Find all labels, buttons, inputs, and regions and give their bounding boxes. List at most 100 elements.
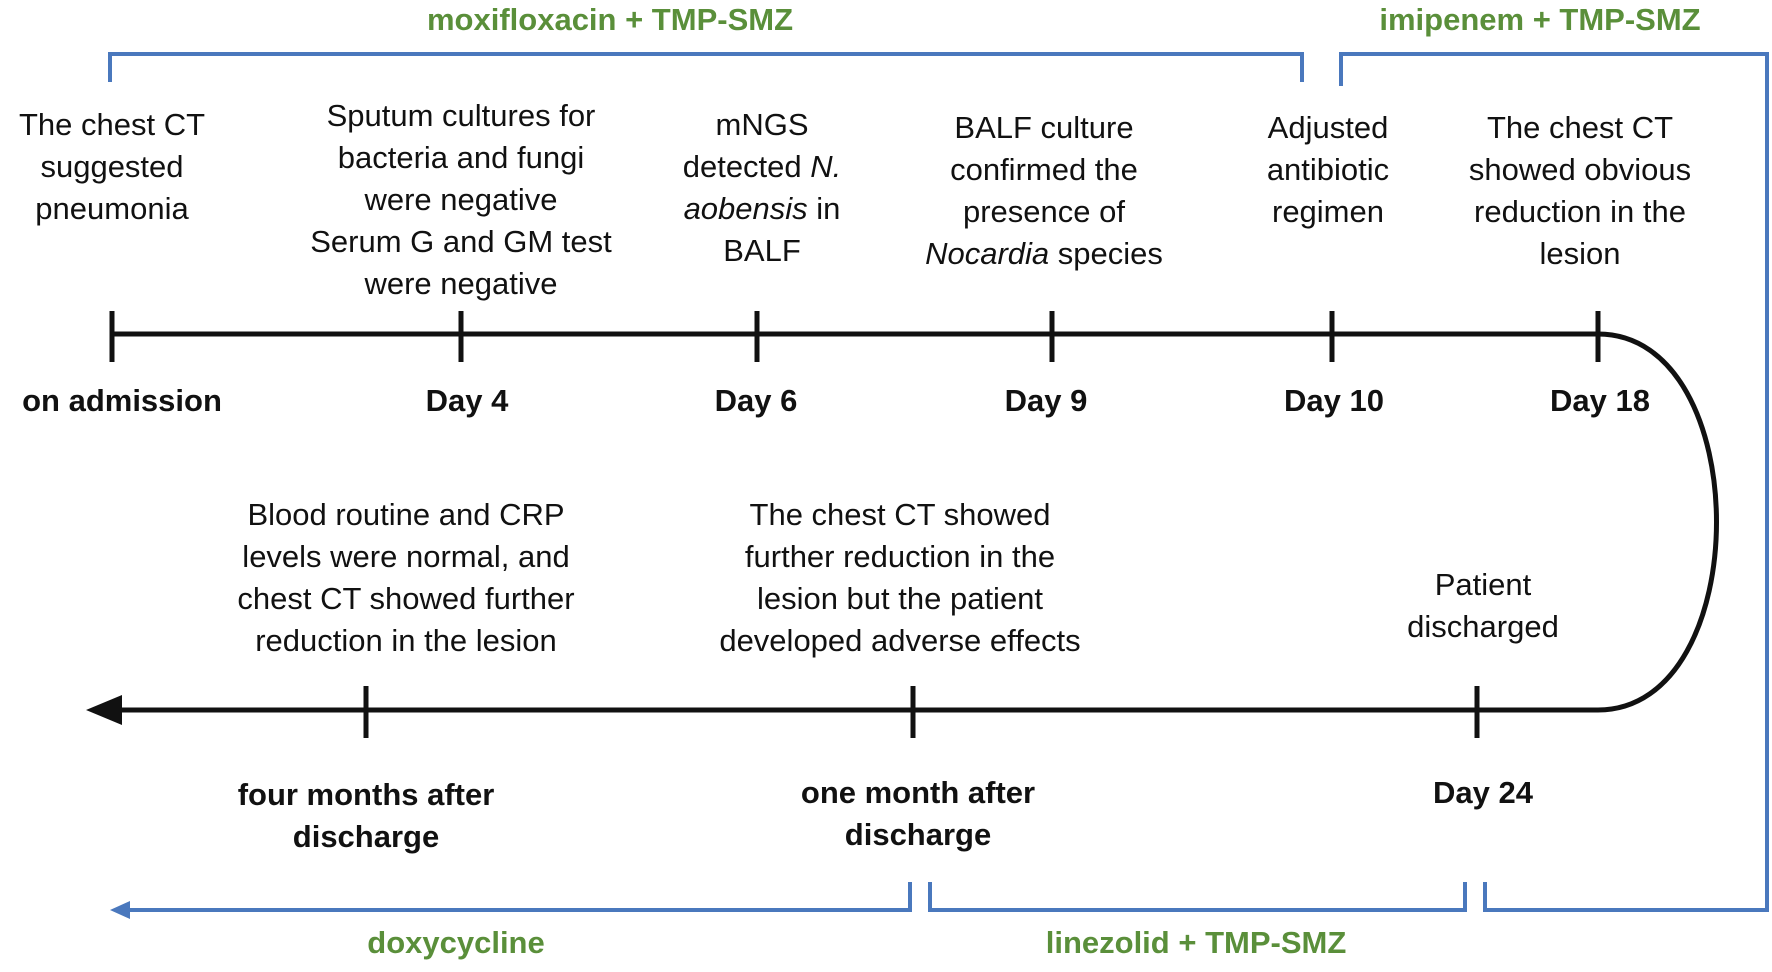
event-text: presence of [962, 194, 1125, 229]
event-text: further reduction in the [744, 539, 1056, 574]
event-text: Sputum cultures for [326, 98, 596, 133]
event-line: lesion [1469, 233, 1691, 275]
timeline-axis [112, 331, 1719, 713]
event-line: reduction in the lesion [237, 620, 574, 662]
event-text-italic: Nocardia [925, 236, 1050, 271]
regimen-label-doxycycline: doxycycline [367, 925, 545, 960]
event-line: Blood routine and CRP [237, 494, 574, 536]
event-line: mNGS [683, 104, 842, 146]
event-four-months-after-discharge: Blood routine and CRP levels were normal,… [237, 494, 574, 662]
event-text: chest CT showed further [237, 581, 575, 616]
day-label-day-4: Day 4 [425, 383, 509, 418]
event-text: suggested [40, 149, 184, 184]
event-line: confirmed the [925, 149, 1163, 191]
day-label-day-18: Day 18 [1550, 383, 1650, 418]
event-line: reduction in the [1469, 191, 1691, 233]
event-line: levels were normal, and [237, 536, 574, 578]
event-day-18: The chest CT showed obvious reduction in t… [1469, 107, 1691, 275]
event-one-month-after-discharge: The chest CT showed further reduction in … [719, 494, 1080, 662]
event-text: discharged [1407, 609, 1559, 644]
regimen-label-imipenem: imipenem + TMP-SMZ [1379, 2, 1701, 37]
day-label-day-10: Day 10 [1284, 383, 1384, 418]
event-line: developed adverse effects [719, 620, 1080, 662]
regimen-label-linezolid: linezolid + TMP-SMZ [1045, 925, 1347, 960]
event-line: lesion but the patient [719, 578, 1080, 620]
event-text: The chest CT [1486, 110, 1674, 145]
day-label-day-9: Day 9 [1004, 383, 1088, 418]
event-text: regimen [1271, 194, 1384, 229]
event-text: mNGS [715, 107, 809, 142]
event-line: further reduction in the [719, 536, 1080, 578]
event-line: discharged [1407, 606, 1559, 648]
bracket-imipenem [1339, 52, 1769, 912]
event-text: BALF [723, 233, 801, 268]
event-line: The chest CT [1469, 107, 1691, 149]
event-text: developed adverse effects [719, 623, 1081, 658]
event-line: Patient [1407, 564, 1559, 606]
event-text: were negative [364, 182, 558, 217]
doxycycline-arrowhead [110, 901, 130, 919]
event-text: bacteria and fungi [337, 140, 585, 175]
event-text: lesion but the patient [756, 581, 1044, 616]
event-on-admission: The chest CT suggested pneumonia [19, 104, 205, 230]
event-line: The chest CT [19, 104, 205, 146]
event-text: levels were normal, and [242, 539, 570, 574]
event-line: antibiotic [1267, 149, 1389, 191]
event-line: The chest CT showed [719, 494, 1080, 536]
event-line: Serum G and GM test [310, 221, 612, 263]
event-text: detected [682, 149, 811, 184]
event-line: pneumonia [19, 188, 205, 230]
event-line: suggested [19, 146, 205, 188]
event-line: were negative [310, 263, 612, 305]
timeline-arrowhead [86, 695, 122, 725]
event-line: Nocardia species [925, 233, 1163, 275]
event-text: were negative [364, 266, 558, 301]
event-line: detected N. [683, 146, 842, 188]
event-text: reduction in the lesion [255, 623, 557, 658]
event-line: regimen [1267, 191, 1389, 233]
day-label-day-24: Day 24 [1433, 775, 1533, 810]
bracket-doxycycline [128, 882, 912, 912]
event-day-4: Sputum cultures for bacteria and fungi wer… [310, 95, 612, 305]
event-text: BALF culture [954, 110, 1134, 145]
event-line: presence of [925, 191, 1163, 233]
event-text: species [1049, 236, 1163, 271]
event-line: BALF [683, 230, 842, 272]
event-text: The chest CT [18, 107, 206, 142]
event-text: showed obvious [1468, 152, 1692, 187]
event-text: The chest CT showed [749, 497, 1051, 532]
regimen-label-moxifloxacin: moxifloxacin + TMP-SMZ [426, 2, 794, 37]
event-text-italic: N. [810, 149, 842, 184]
event-text: in [807, 191, 841, 226]
event-line: showed obvious [1469, 149, 1691, 191]
event-day-10: Adjusted antibiotic regimen [1267, 107, 1389, 233]
event-line: were negative [310, 179, 612, 221]
event-line: bacteria and fungi [310, 137, 612, 179]
event-text: Serum G and GM test [310, 224, 612, 259]
event-text: lesion [1539, 236, 1621, 271]
day-label-day-6: Day 6 [714, 383, 798, 418]
event-line: Adjusted [1267, 107, 1389, 149]
event-text: reduction in the [1474, 194, 1686, 229]
event-line: aobensis in [683, 188, 842, 230]
event-line: chest CT showed further [237, 578, 574, 620]
event-text: Patient [1434, 567, 1532, 602]
event-text: Adjusted [1267, 110, 1389, 145]
event-text-italic: aobensis [683, 191, 808, 226]
bracket-linezolid [928, 882, 1467, 912]
event-text: Blood routine and CRP [247, 497, 565, 532]
event-day-24: Patient discharged [1407, 564, 1559, 648]
bracket-moxifloxacin [108, 52, 1304, 82]
event-day-9: BALF culture confirmed the presence of Noca… [925, 107, 1163, 275]
day-label-on-admission: on admission [22, 383, 222, 418]
event-text: antibiotic [1266, 152, 1390, 187]
event-line: BALF culture [925, 107, 1163, 149]
event-line: Sputum cultures for [310, 95, 612, 137]
event-text: confirmed the [950, 152, 1138, 187]
event-text: pneumonia [35, 191, 189, 226]
